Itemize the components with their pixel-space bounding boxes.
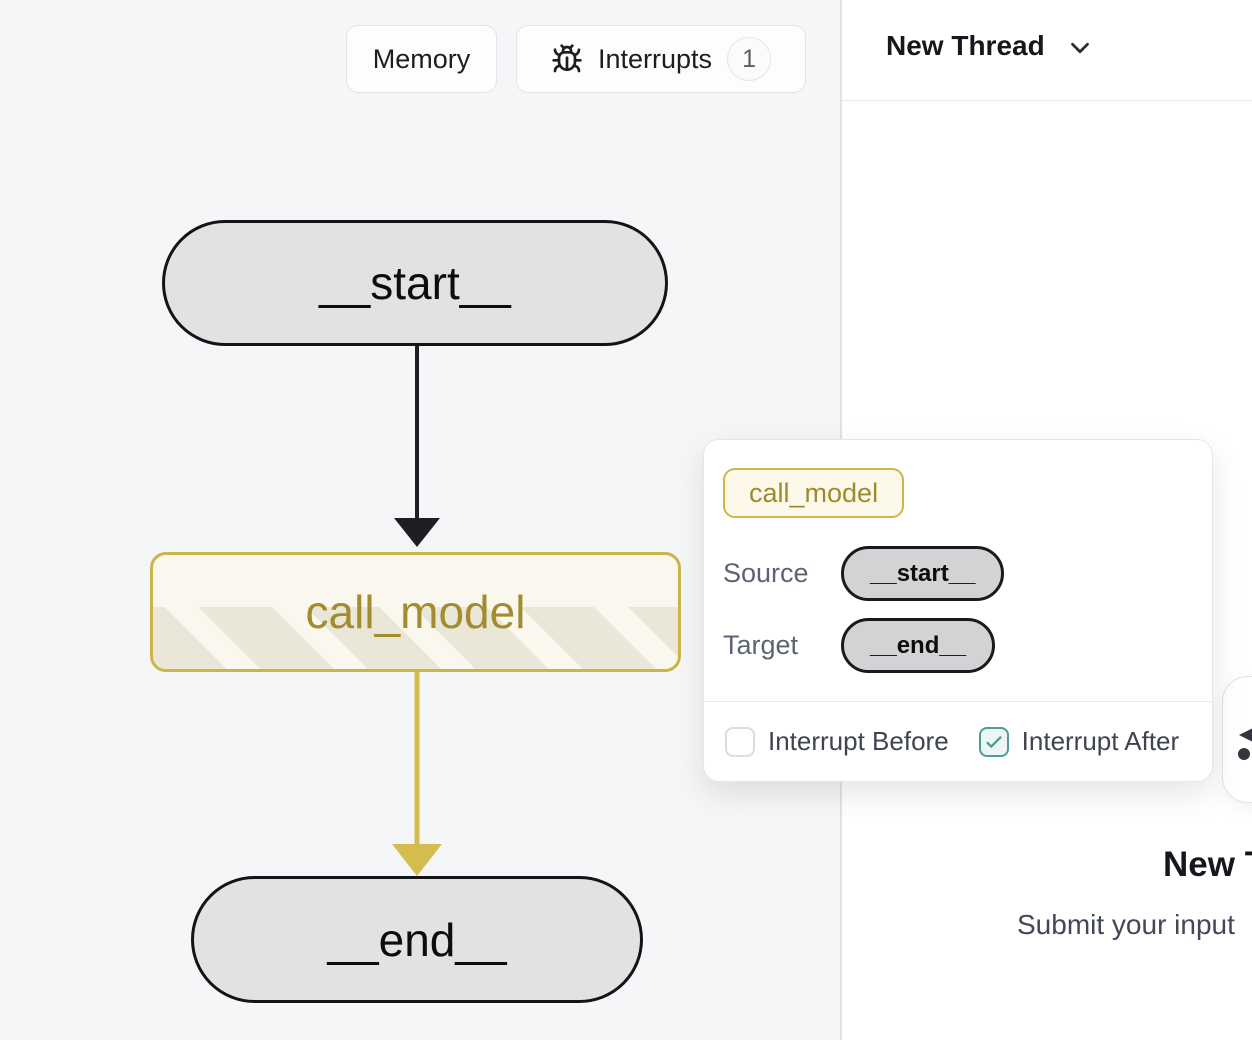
node-call-model-label: call_model	[305, 586, 526, 638]
popover-footer: Interrupt Before Interrupt After	[704, 701, 1212, 781]
interrupt-before-checkbox[interactable]: Interrupt Before	[725, 726, 949, 757]
interrupts-count-badge: 1	[727, 37, 772, 81]
graph-node-end[interactable]: __end__	[191, 876, 643, 1003]
memory-button-label: Memory	[372, 43, 471, 74]
floating-action-card[interactable]	[1222, 676, 1252, 803]
interrupt-before-label: Interrupt Before	[768, 726, 949, 756]
target-row: Target __end__	[723, 618, 996, 673]
interrupt-after-label: Interrupt After	[1021, 726, 1180, 756]
node-tag-call-model: call_model	[723, 468, 905, 518]
graph-node-start[interactable]: __start__	[162, 220, 668, 346]
interrupts-button-label: Interrupts	[597, 43, 713, 74]
empty-state-heading: New Thread	[1163, 845, 1252, 884]
workflow-icon	[1238, 728, 1252, 760]
interrupts-button[interactable]: Interrupts 1	[516, 25, 806, 93]
interrupt-after-checkbox[interactable]: Interrupt After	[978, 726, 1180, 757]
thread-selector[interactable]: New Thread	[886, 29, 1095, 63]
node-end-label: __end__	[327, 913, 507, 966]
thread-header: New Thread	[842, 0, 1252, 101]
node-start-label: __start__	[319, 257, 511, 309]
source-row: Source __start__	[723, 546, 1005, 601]
checkbox-checked-icon[interactable]	[978, 726, 1009, 757]
popover-body: call_model Source __start__ Target __end…	[704, 440, 1212, 703]
source-value-pill: __start__	[841, 546, 1005, 601]
node-details-popover: call_model Source __start__ Target __end…	[703, 439, 1213, 782]
bug-icon	[552, 44, 582, 73]
target-value-pill: __end__	[841, 618, 996, 673]
target-label: Target	[723, 630, 799, 660]
thread-title: New Thread	[886, 30, 1045, 61]
empty-state-subtext: Submit your input	[1017, 909, 1235, 940]
graph-node-call-model[interactable]: call_model	[150, 552, 681, 672]
source-label: Source	[723, 558, 809, 588]
chevron-down-icon	[1070, 42, 1089, 54]
checkbox-unchecked-icon[interactable]	[725, 726, 755, 757]
graph-canvas[interactable]: Memory Interrupts 1 __start__	[0, 0, 842, 1040]
memory-button[interactable]: Memory	[346, 25, 497, 93]
